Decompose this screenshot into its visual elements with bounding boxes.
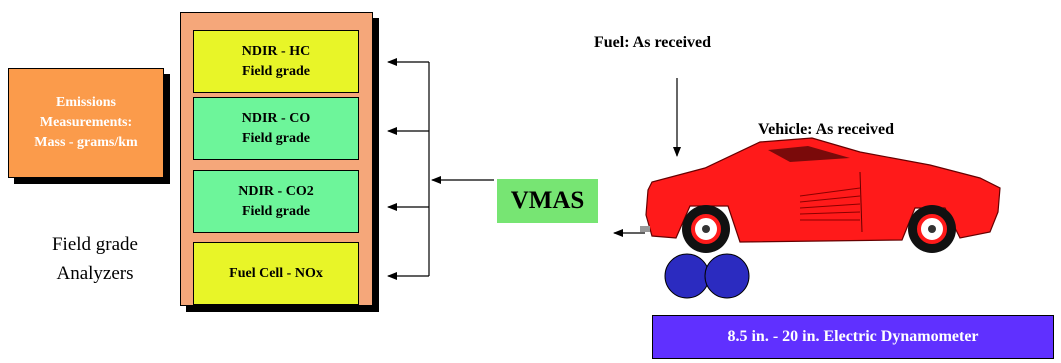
car-window	[768, 146, 850, 162]
analyzer-grade: Field grade	[241, 63, 311, 79]
emissions-line-3: Mass - grams/km	[34, 135, 138, 150]
analyzer-name: NDIR - CO	[241, 110, 311, 126]
dynamometer-box: 8.5 in. - 20 in. Electric Dynamometer	[652, 315, 1054, 359]
analyzer-ndir-co: NDIR - CO Field grade	[193, 97, 359, 160]
dynamometer-rollers	[664, 253, 750, 299]
emissions-line-2: Measurements:	[39, 115, 133, 130]
rear-wheel	[908, 205, 956, 253]
analyzer-grade: Field grade	[241, 130, 311, 146]
car-side-strakes	[799, 187, 861, 221]
manifold-arrows	[387, 58, 681, 280]
emissions-line-1: Emissions	[56, 95, 116, 110]
car-body	[645, 137, 1001, 243]
caption-line-1: Field grade	[51, 234, 138, 255]
analyzer-ndir-co2: NDIR - CO2 Field grade	[193, 170, 359, 233]
emissions-measurements-box: Emissions Measurements: Mass - grams/km	[8, 68, 164, 178]
analyzer-ndir-hc: NDIR - HC Field grade	[193, 30, 359, 93]
fuel-label: Fuel: As received	[594, 34, 712, 51]
car-illustration	[640, 137, 1001, 253]
exhaust-pipe	[640, 226, 650, 232]
vmas-box: VMAS	[497, 179, 598, 223]
analyzer-name: NDIR - CO2	[238, 183, 314, 199]
analyzer-fuel-cell-nox: Fuel Cell - NOx	[193, 242, 359, 305]
front-wheel	[682, 205, 730, 253]
analyzer-name: NDIR - HC	[241, 43, 311, 59]
analyzer-name: Fuel Cell - NOx	[229, 265, 323, 281]
caption-line-2: Analyzers	[56, 263, 134, 284]
vehicle-label: Vehicle: As received	[758, 121, 894, 138]
car-door-line	[859, 171, 863, 233]
analyzers-caption: Field grade Analyzers	[30, 230, 160, 288]
analyzer-grade: Field grade	[241, 203, 311, 219]
roller-left	[664, 253, 710, 299]
roller-right	[704, 253, 750, 299]
